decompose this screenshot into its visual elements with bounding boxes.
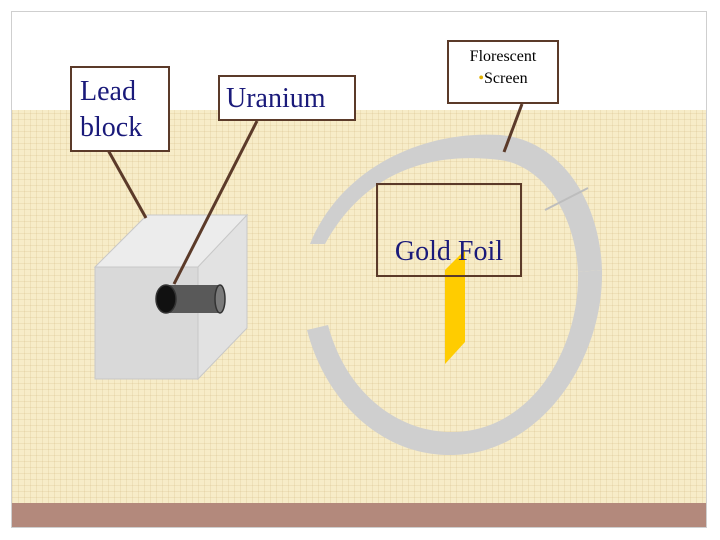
lead-block-label: Lead block — [70, 66, 170, 152]
uranium-tube-opening — [155, 284, 177, 314]
uranium-tube-end — [214, 284, 226, 314]
fluorescent-screen-ring — [307, 134, 603, 455]
screen-pointer-line — [502, 103, 524, 153]
screen-ring-top — [310, 134, 602, 272]
screen-bullet: • — [478, 70, 485, 87]
florescent-screen-label: Florescent •Screen — [447, 40, 559, 104]
uranium-label: Uranium — [218, 75, 356, 121]
uranium-tube — [155, 284, 226, 314]
footer-bar — [12, 503, 706, 527]
uranium-pointer-line — [172, 120, 259, 285]
gold-foil — [445, 250, 465, 364]
screen-label-text: Screen — [484, 70, 528, 87]
screen-label-line: •Screen — [449, 68, 557, 90]
florescent-label-line: Florescent — [469, 48, 537, 65]
lead-block-label-line2: block — [80, 112, 143, 143]
lead-block-front — [94, 266, 199, 380]
gold-foil-label: Gold Foil — [376, 183, 522, 277]
screen-segment-seam — [544, 187, 589, 211]
screen-ring-bottom — [307, 270, 603, 455]
lead-block-label-line1: Lead — [80, 76, 136, 107]
lead-pointer-line — [106, 149, 148, 219]
